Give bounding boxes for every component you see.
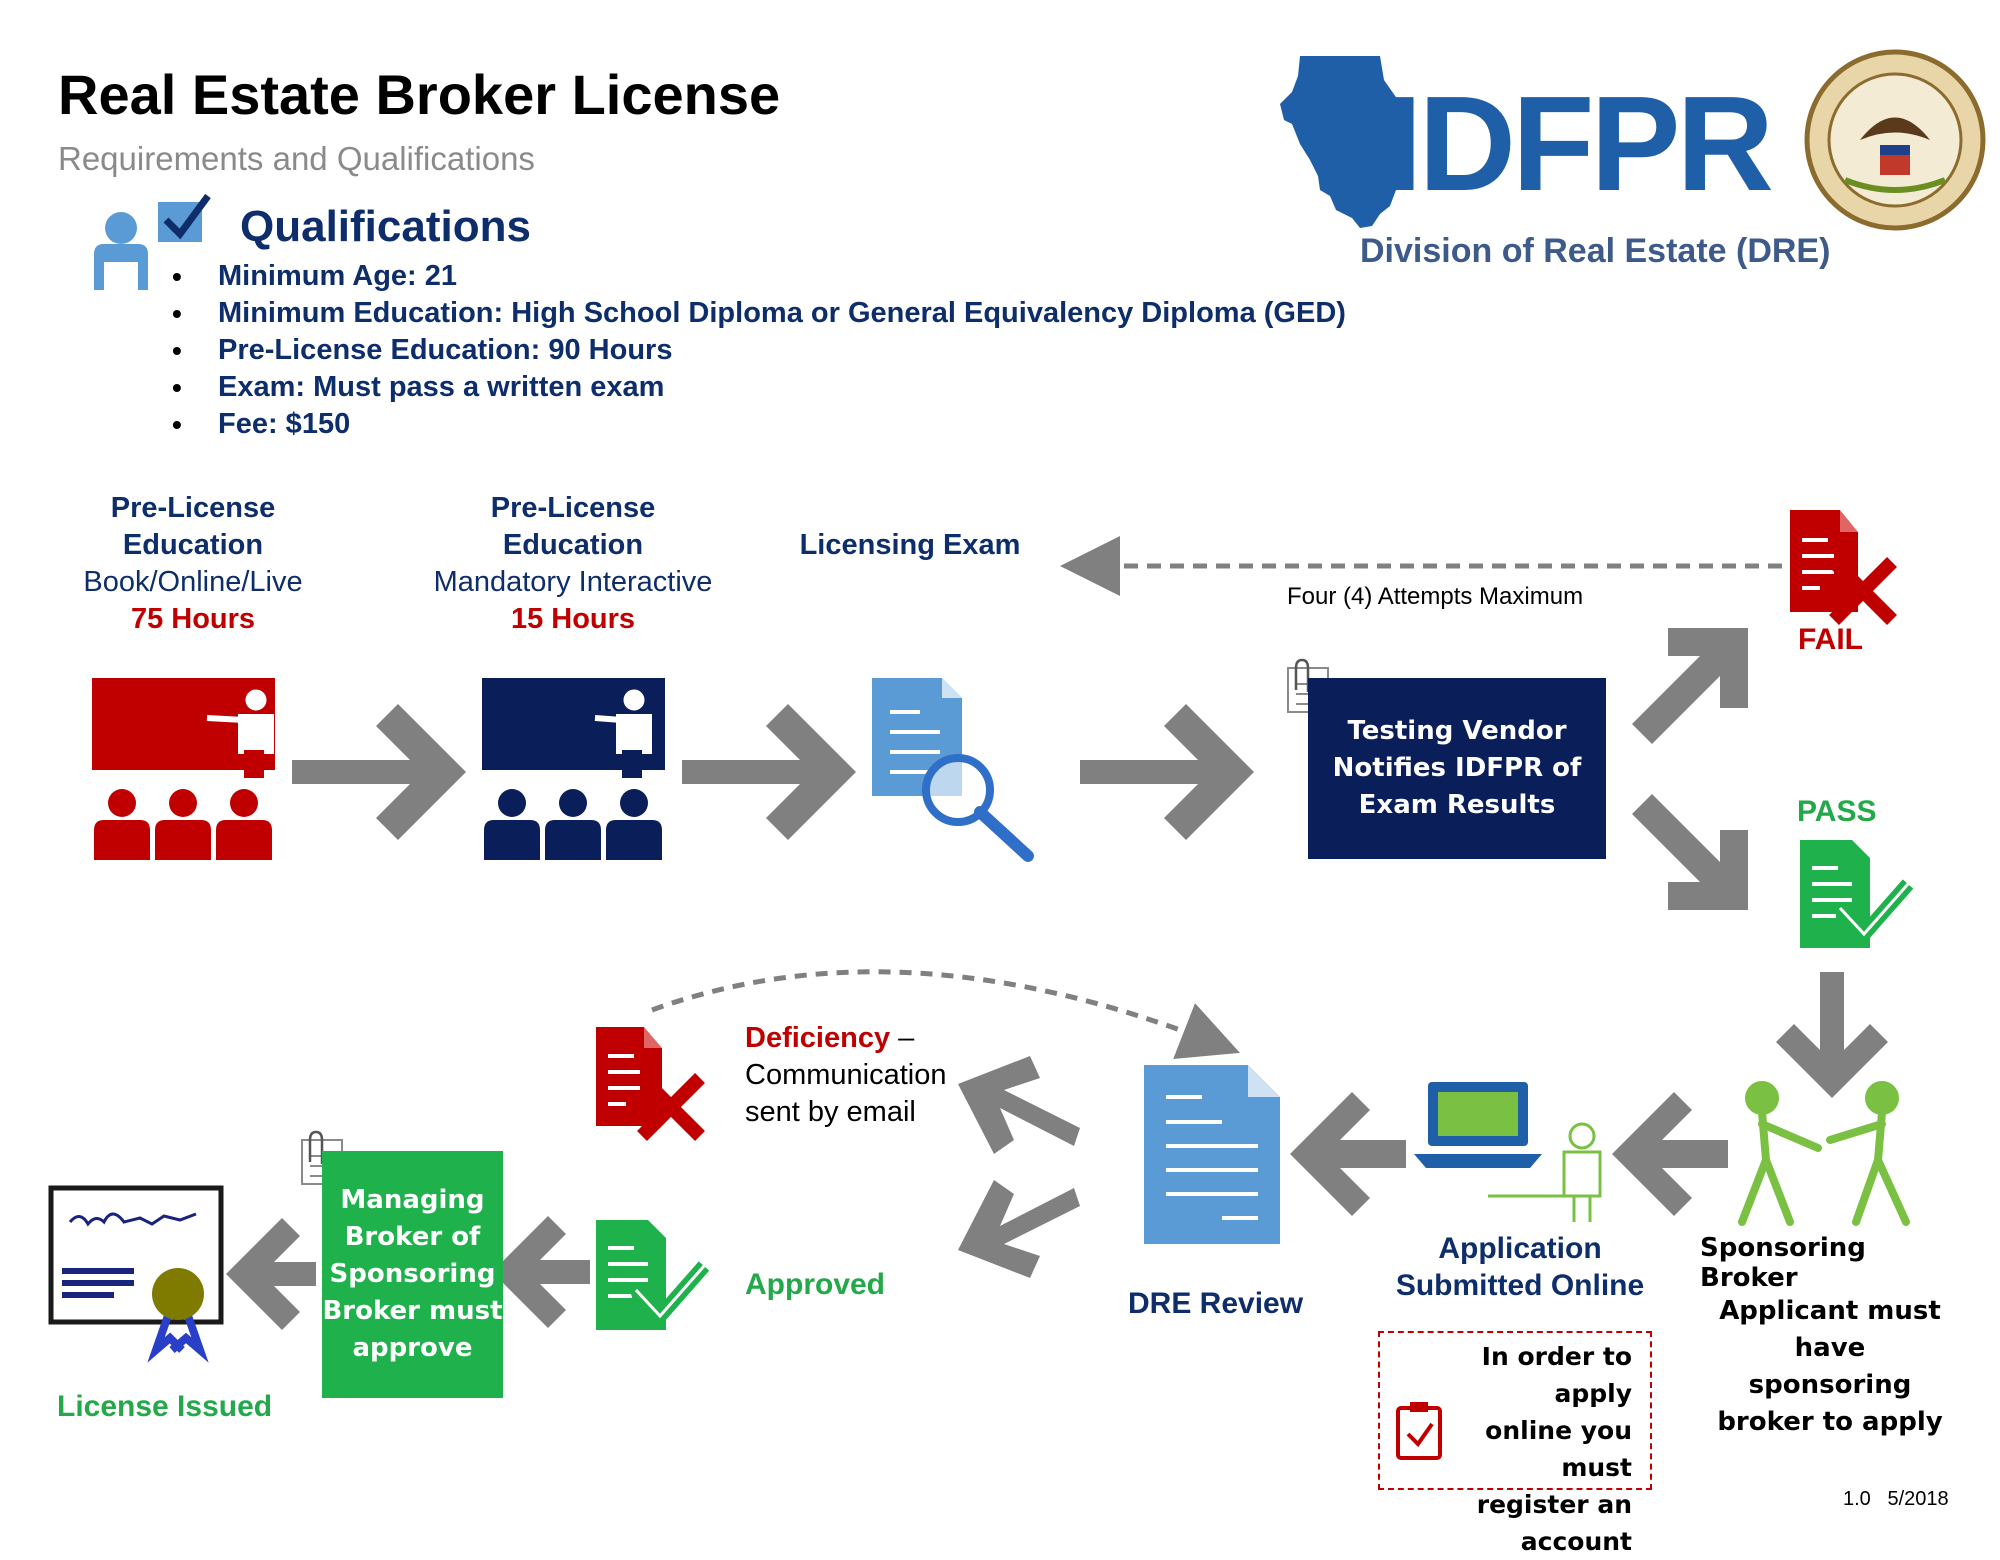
arrow-managing-to-license [226, 1218, 316, 1330]
register-line: account [1520, 1527, 1632, 1556]
application-line: Submitted Online [1395, 1269, 1645, 1302]
approved-document-icon [596, 1220, 710, 1330]
vendor-line: Exam Results [1358, 790, 1556, 820]
step-mode: Mandatory Interactive [433, 566, 713, 598]
arrow-to-pass [1632, 794, 1748, 910]
page-subtitle: Requirements and Qualifications [58, 140, 535, 177]
resubmit-dashed-curve [651, 969, 1240, 1060]
register-line: online you must [1485, 1416, 1632, 1482]
arrow-step2-to-exam [682, 704, 856, 840]
step-title-line: Education [502, 529, 644, 561]
vendor-line: Testing Vendor [1347, 716, 1567, 746]
vendor-line: Notifies IDFPR of [1332, 753, 1582, 783]
deficiency-line: Communication [745, 1059, 947, 1091]
deficiency-label: Deficiency – Communication sent by email [745, 1020, 946, 1131]
step-hours: 15 Hours [510, 603, 636, 635]
managing-broker-box: Managing Broker of Sponsoring Broker mus… [322, 1151, 503, 1398]
register-account-note-box [1378, 1331, 1652, 1490]
version-date: 1.0 5/2018 [1843, 1488, 1949, 1510]
qualification-item: Minimum Age: 21 [168, 258, 1346, 295]
arrow-sponsor-to-application [1612, 1092, 1728, 1216]
arrow-approved-to-managing [492, 1216, 590, 1328]
step-title-line: Pre-License [490, 492, 656, 524]
managing-line: Broker of [344, 1222, 481, 1252]
deficiency-line: sent by email [745, 1096, 916, 1128]
approved-label: Approved [745, 1268, 886, 1301]
step-mode: Book/Online/Live [83, 566, 303, 598]
managing-line: Broker must [322, 1296, 503, 1326]
classroom-live-icon [92, 678, 275, 860]
sponsor-note: Applicant must have sponsoring broker to… [1710, 1293, 1950, 1441]
qualification-item: Exam: Must pass a written exam [168, 369, 1346, 406]
step-hours: 75 Hours [130, 603, 256, 635]
managing-line: approve [352, 1333, 473, 1363]
register-account-note: In order to apply online you must regist… [1420, 1338, 1632, 1560]
qualification-item: Pre-License Education: 90 Hours [168, 332, 1346, 369]
managing-line: Sponsoring [329, 1259, 496, 1289]
arrow-review-to-deficiency [958, 1056, 1080, 1154]
qualification-item: Fee: $150 [168, 406, 1346, 443]
sponsor-note-line: Applicant must [1719, 1296, 1941, 1326]
step-title-line: Education [122, 529, 264, 561]
deficiency-dash: – [890, 1022, 915, 1054]
fail-document-icon [1790, 510, 1897, 625]
managing-line: Managing [340, 1185, 485, 1215]
pass-document-icon [1800, 840, 1914, 948]
arrow-step1-to-step2 [292, 704, 466, 840]
illinois-map-icon [1280, 56, 1404, 228]
dre-review-document-icon [1144, 1065, 1280, 1244]
division-name: Division of Real Estate (DRE) [1360, 232, 1831, 270]
qualifications-heading: Qualifications [240, 202, 531, 251]
person-checkbox-icon [94, 193, 211, 290]
register-line: register an [1476, 1490, 1632, 1519]
clipboard-check-icon [1396, 1402, 1442, 1460]
licensing-exam-label: Licensing Exam [799, 529, 1021, 561]
license-certificate-icon [48, 1185, 224, 1363]
qualification-item: Minimum Education: High School Diploma o… [168, 295, 1346, 332]
laptop-applicant-icon [1414, 1082, 1602, 1222]
deficiency-title: Deficiency [745, 1022, 891, 1054]
arrow-review-to-approved [958, 1180, 1080, 1278]
arrow-pass-to-sponsor [1776, 972, 1888, 1098]
step-prelicense-live-label: Pre-License Education Book/Online/Live 7… [58, 490, 328, 638]
fail-label: FAIL [1798, 623, 1863, 656]
page-title: Real Estate Broker License [58, 63, 781, 126]
dre-review-label: DRE Review [1128, 1287, 1304, 1320]
license-issued-label: License Issued [57, 1390, 273, 1423]
application-submitted-label: Application Submitted Online [1390, 1230, 1650, 1304]
idfpr-logo-text: IDFPR [1385, 68, 1774, 219]
sponsor-note-line: broker to apply [1717, 1407, 1943, 1437]
attempts-note: Four (4) Attempts Maximum [1287, 583, 1584, 610]
handshake-people-icon [1738, 1081, 1910, 1226]
sponsoring-broker-label: Sponsoring Broker [1700, 1233, 1866, 1293]
pass-label: PASS [1797, 795, 1877, 828]
testing-vendor-box: Testing Vendor Notifies IDFPR of Exam Re… [1308, 678, 1606, 859]
register-line: In order to apply [1481, 1342, 1632, 1408]
qualifications-list: Minimum Age: 21 Minimum Education: High … [168, 258, 1346, 443]
deficiency-document-icon [596, 1027, 705, 1141]
classroom-interactive-icon [482, 678, 665, 860]
arrow-to-fail [1632, 628, 1748, 744]
step-title-line: Pre-License [110, 492, 276, 524]
exam-document-search-icon [872, 678, 1034, 862]
arrow-application-to-review [1290, 1092, 1406, 1216]
state-seal-icon [1804, 49, 1986, 231]
sponsor-note-line: have sponsoring [1748, 1333, 1912, 1400]
application-line: Application [1438, 1232, 1602, 1265]
step-prelicense-interactive-label: Pre-License Education Mandatory Interact… [418, 490, 728, 638]
arrow-exam-to-vendor [1080, 704, 1254, 840]
